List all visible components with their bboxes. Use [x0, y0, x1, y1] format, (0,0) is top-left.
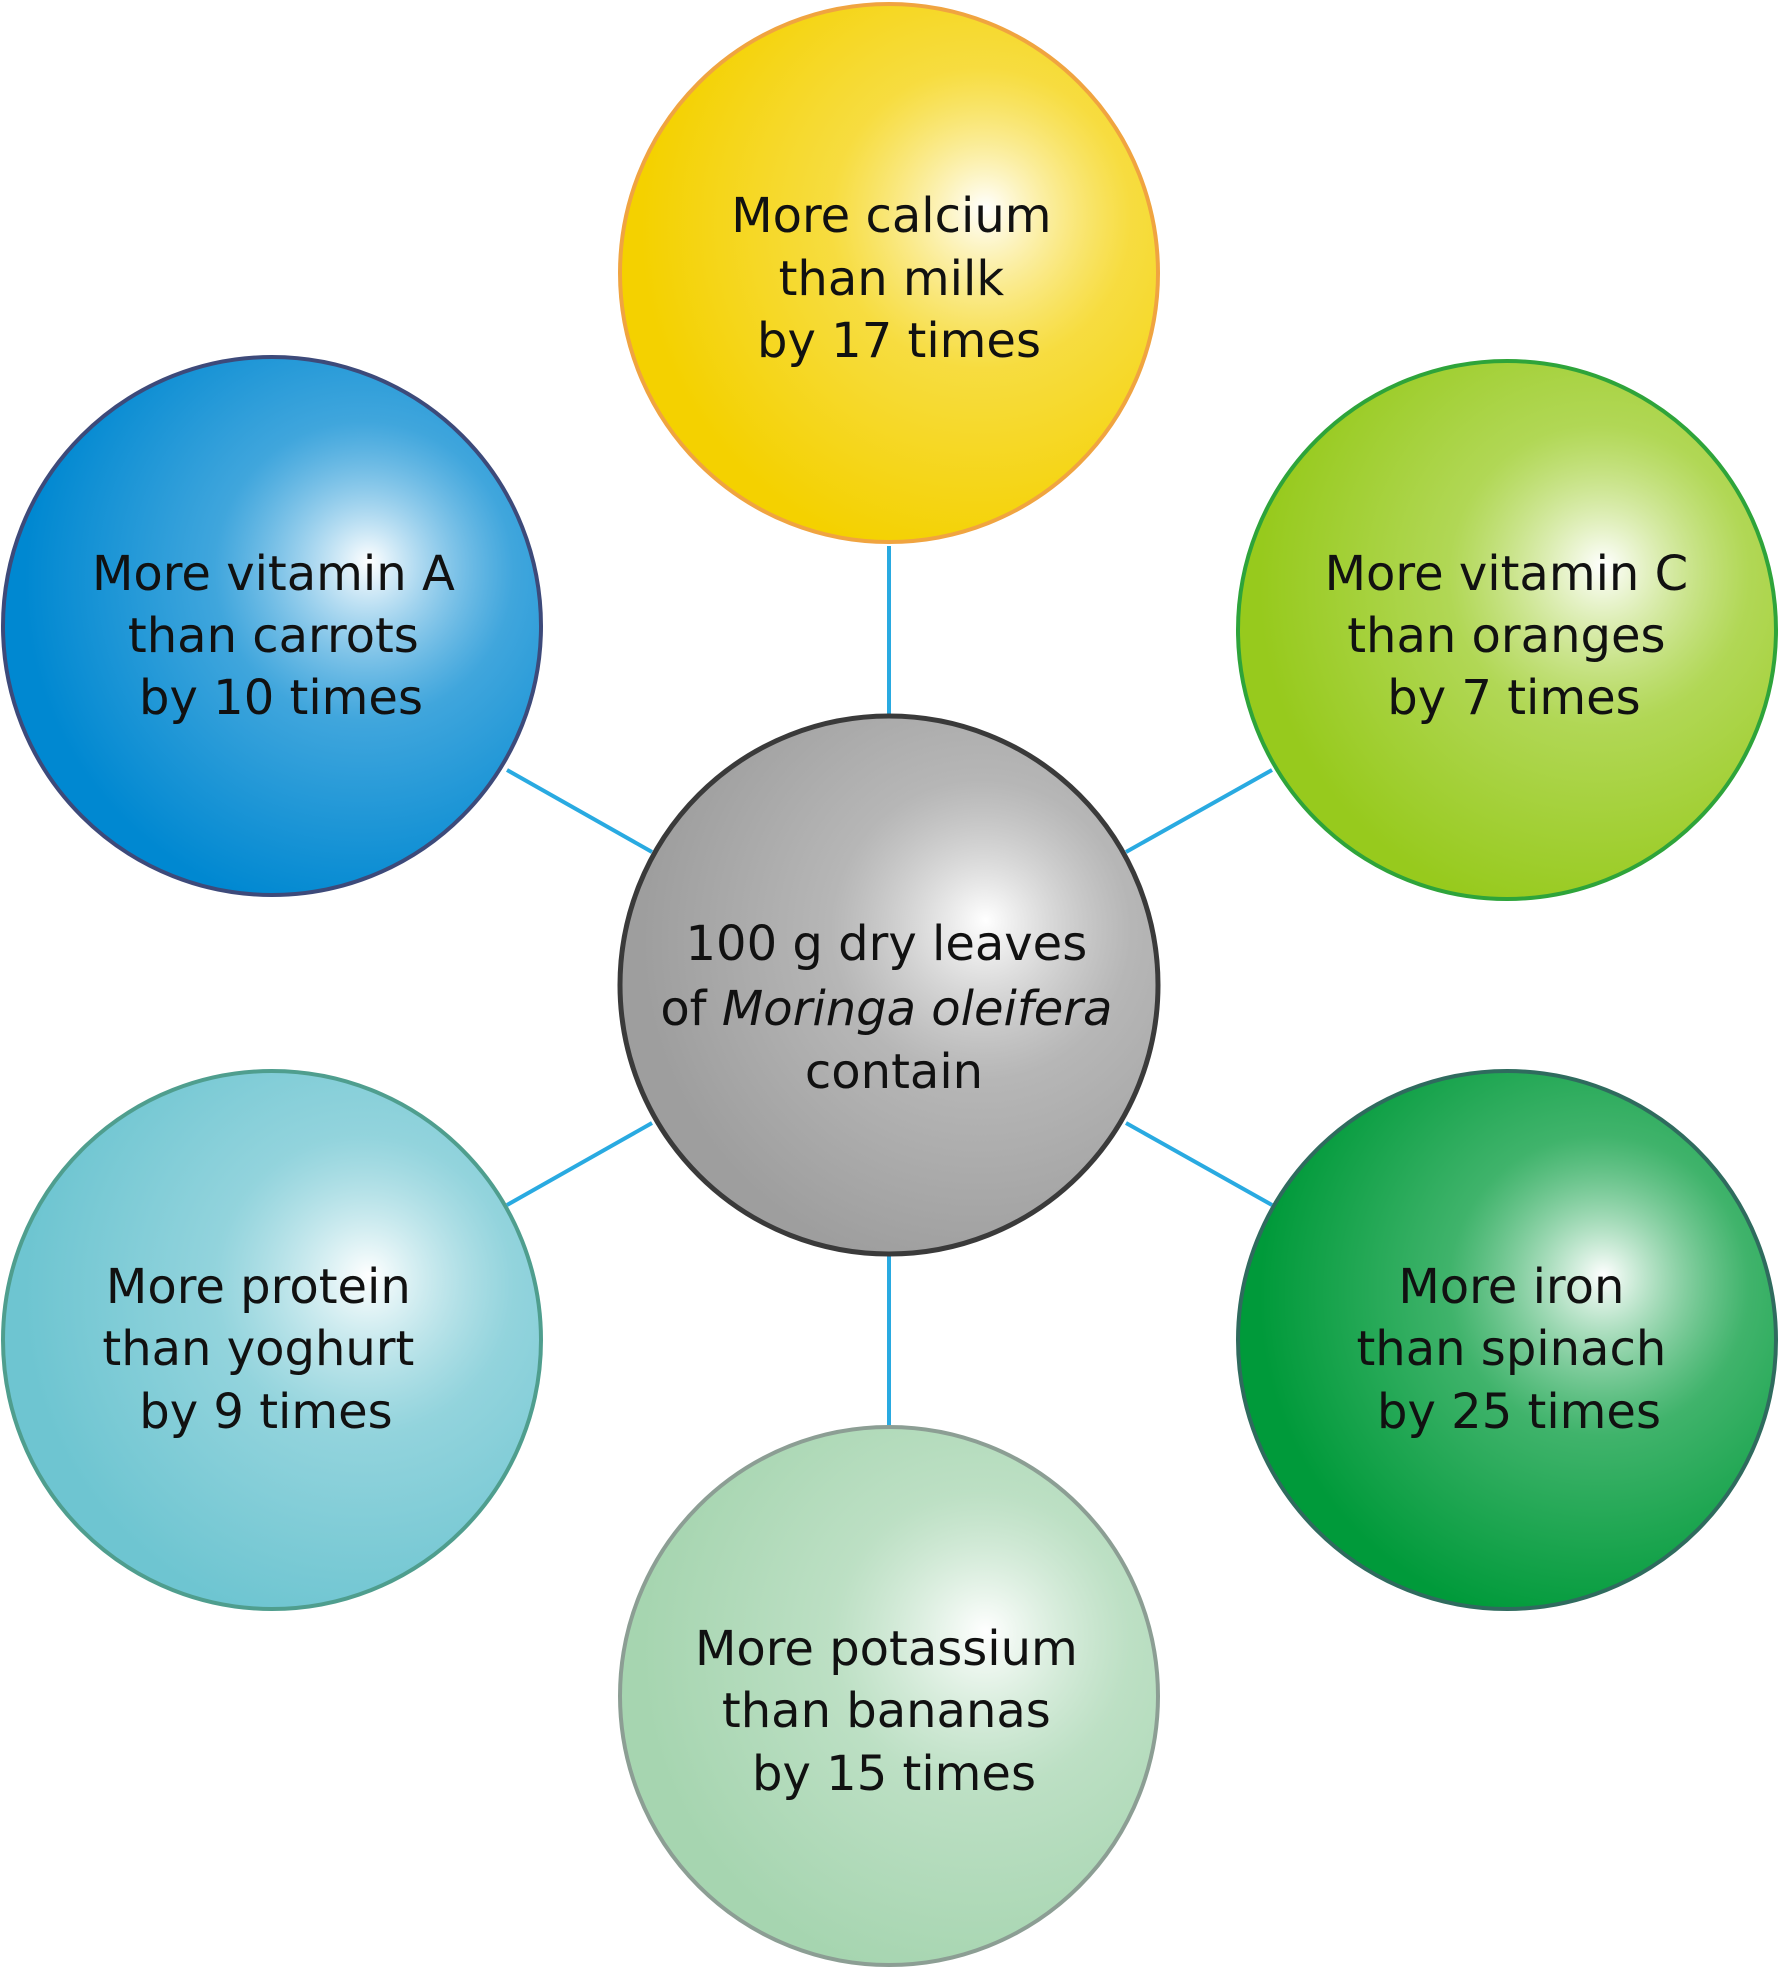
iron-line-1: More iron	[1398, 1259, 1624, 1315]
vitamin-c-label: More vitamin C than oranges by 7 times	[1325, 546, 1704, 726]
vitamin-a-line-1: More vitamin A	[92, 546, 455, 602]
protein-circle	[1, 1069, 543, 1611]
calcium-line-3: by 17 times	[757, 313, 1041, 369]
calcium-line-2: than milk	[779, 251, 1005, 307]
potassium-line-2: than bananas	[722, 1683, 1051, 1739]
node-vitamin-c: More vitamin C than oranges by 7 times	[1236, 359, 1778, 901]
calcium-label: More calcium than milk by 17 times	[731, 188, 1067, 369]
center-circle	[617, 713, 1161, 1257]
vitamin-c-circle	[1236, 359, 1778, 901]
center-node: 100 g dry leaves of Moringa oleifera con…	[617, 713, 1161, 1257]
calcium-circle	[618, 2, 1160, 544]
potassium-circle	[618, 1425, 1160, 1967]
node-iron: More iron than spinach by 25 times	[1236, 1069, 1778, 1611]
node-calcium: More calcium than milk by 17 times	[618, 2, 1160, 544]
center-line-2: of Moringa oleifera	[660, 981, 1112, 1037]
iron-line-2: than spinach	[1356, 1321, 1666, 1377]
center-line-3: contain	[805, 1044, 983, 1100]
node-vitamin-a: More vitamin A than carrots by 10 times	[1, 355, 543, 897]
protein-line-3: by 9 times	[139, 1384, 392, 1440]
connector-iron	[1125, 1121, 1273, 1207]
center-line-1: 100 g dry leaves	[686, 916, 1088, 972]
connector-lines	[506, 546, 1273, 1426]
vitamin-c-line-1: More vitamin C	[1325, 546, 1689, 602]
protein-line-2: than yoghurt	[102, 1321, 414, 1377]
protein-label: More protein than yoghurt by 9 times	[102, 1259, 429, 1440]
connector-protein	[506, 1121, 653, 1207]
connector-vitamin-a	[506, 768, 653, 854]
vitamin-a-line-2: than carrots	[128, 608, 419, 664]
potassium-line-3: by 15 times	[752, 1746, 1036, 1802]
potassium-label: More potassium than bananas by 15 times	[695, 1621, 1093, 1802]
species-name: Moringa oleifera	[722, 981, 1113, 1037]
node-protein: More protein than yoghurt by 9 times	[1, 1069, 543, 1611]
node-potassium: More potassium than bananas by 15 times	[618, 1425, 1160, 1967]
vitamin-c-line-2: than oranges	[1347, 608, 1665, 664]
calcium-line-1: More calcium	[731, 188, 1051, 244]
iron-label: More iron than spinach by 25 times	[1356, 1259, 1681, 1440]
potassium-line-1: More potassium	[695, 1621, 1078, 1677]
vitamin-a-line-3: by 10 times	[139, 670, 423, 726]
vitamin-a-circle	[1, 355, 543, 897]
vitamin-c-line-3: by 7 times	[1387, 670, 1640, 726]
center-label: 100 g dry leaves of Moringa oleifera con…	[660, 916, 1127, 1100]
iron-line-3: by 25 times	[1377, 1384, 1661, 1440]
connector-vitamin-c	[1125, 768, 1273, 854]
iron-circle	[1236, 1069, 1778, 1611]
protein-line-1: More protein	[106, 1259, 411, 1315]
vitamin-a-label: More vitamin A than carrots by 10 times	[92, 546, 470, 726]
